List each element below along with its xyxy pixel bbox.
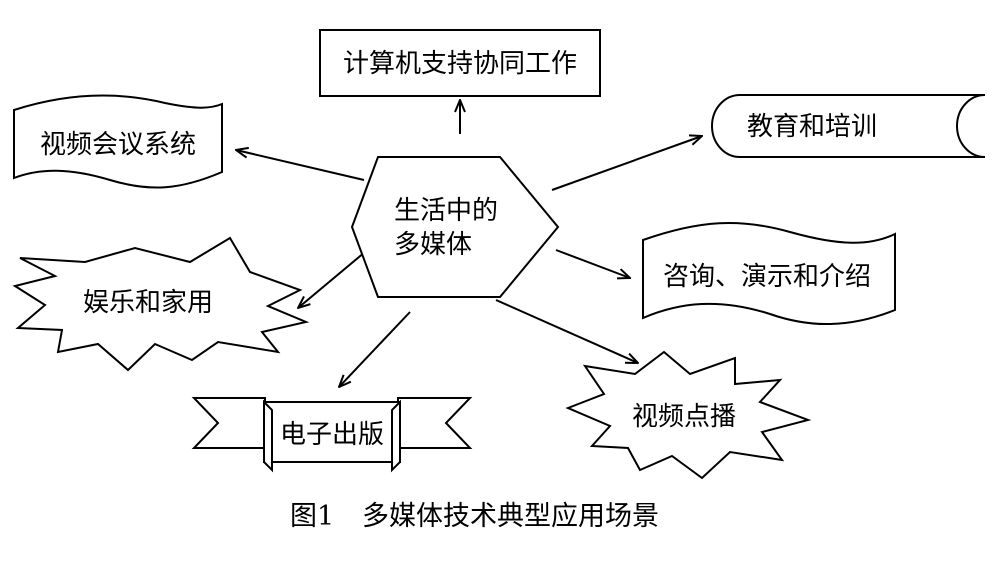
video-conference-label: 视频会议系统	[40, 130, 196, 160]
center-label-line1: 生活中的	[394, 196, 498, 226]
arrow-to-entertainment	[298, 251, 366, 308]
video-conference-wave-shape	[13, 94, 223, 189]
education-label: 教育和培训	[747, 112, 877, 142]
center-label-line2: 多媒体	[394, 230, 472, 260]
arrow-to-publishing	[339, 311, 411, 387]
node-publishing: 电子出版	[191, 397, 473, 473]
node-cscw: 计算机支持协同工作	[319, 29, 601, 97]
arrow-to-consulting	[555, 249, 630, 278]
connectors	[236, 100, 702, 387]
consulting-wave-shape	[642, 222, 896, 325]
caption-figure-number: 图1	[290, 501, 334, 532]
arrow-to-education	[551, 136, 702, 191]
node-education: 教育和培训	[711, 94, 986, 158]
publishing-ribbon-right	[397, 397, 473, 449]
caption-title: 多媒体技术典型应用场景	[362, 501, 659, 532]
center-node: 生活中的 多媒体	[350, 156, 560, 298]
consulting-label: 咨询、演示和介绍	[663, 262, 871, 292]
center-hexagon	[350, 156, 560, 298]
entertainment-burst	[12, 236, 310, 372]
vod-label: 视频点播	[632, 402, 736, 432]
cscw-label: 计算机支持协同工作	[343, 49, 577, 79]
cscw-box	[319, 29, 601, 97]
vod-burst	[565, 350, 812, 480]
figure-caption: 图1 多媒体技术典型应用场景	[290, 501, 659, 532]
arrow-to-video-conference	[236, 150, 365, 181]
publishing-ribbon-fold-right	[391, 399, 401, 473]
publishing-label: 电子出版	[280, 420, 384, 450]
entertainment-label: 娱乐和家用	[83, 288, 213, 318]
node-vod: 视频点播	[565, 350, 812, 480]
publishing-ribbon-fold-left	[263, 399, 273, 473]
publishing-ribbon-center	[263, 401, 401, 463]
node-entertainment: 娱乐和家用	[12, 236, 310, 372]
node-video-conference: 视频会议系统	[13, 94, 223, 189]
publishing-ribbon-left	[191, 397, 266, 449]
arrow-to-vod	[495, 299, 638, 363]
node-consulting: 咨询、演示和介绍	[642, 222, 896, 325]
education-storage-shape	[711, 94, 986, 158]
